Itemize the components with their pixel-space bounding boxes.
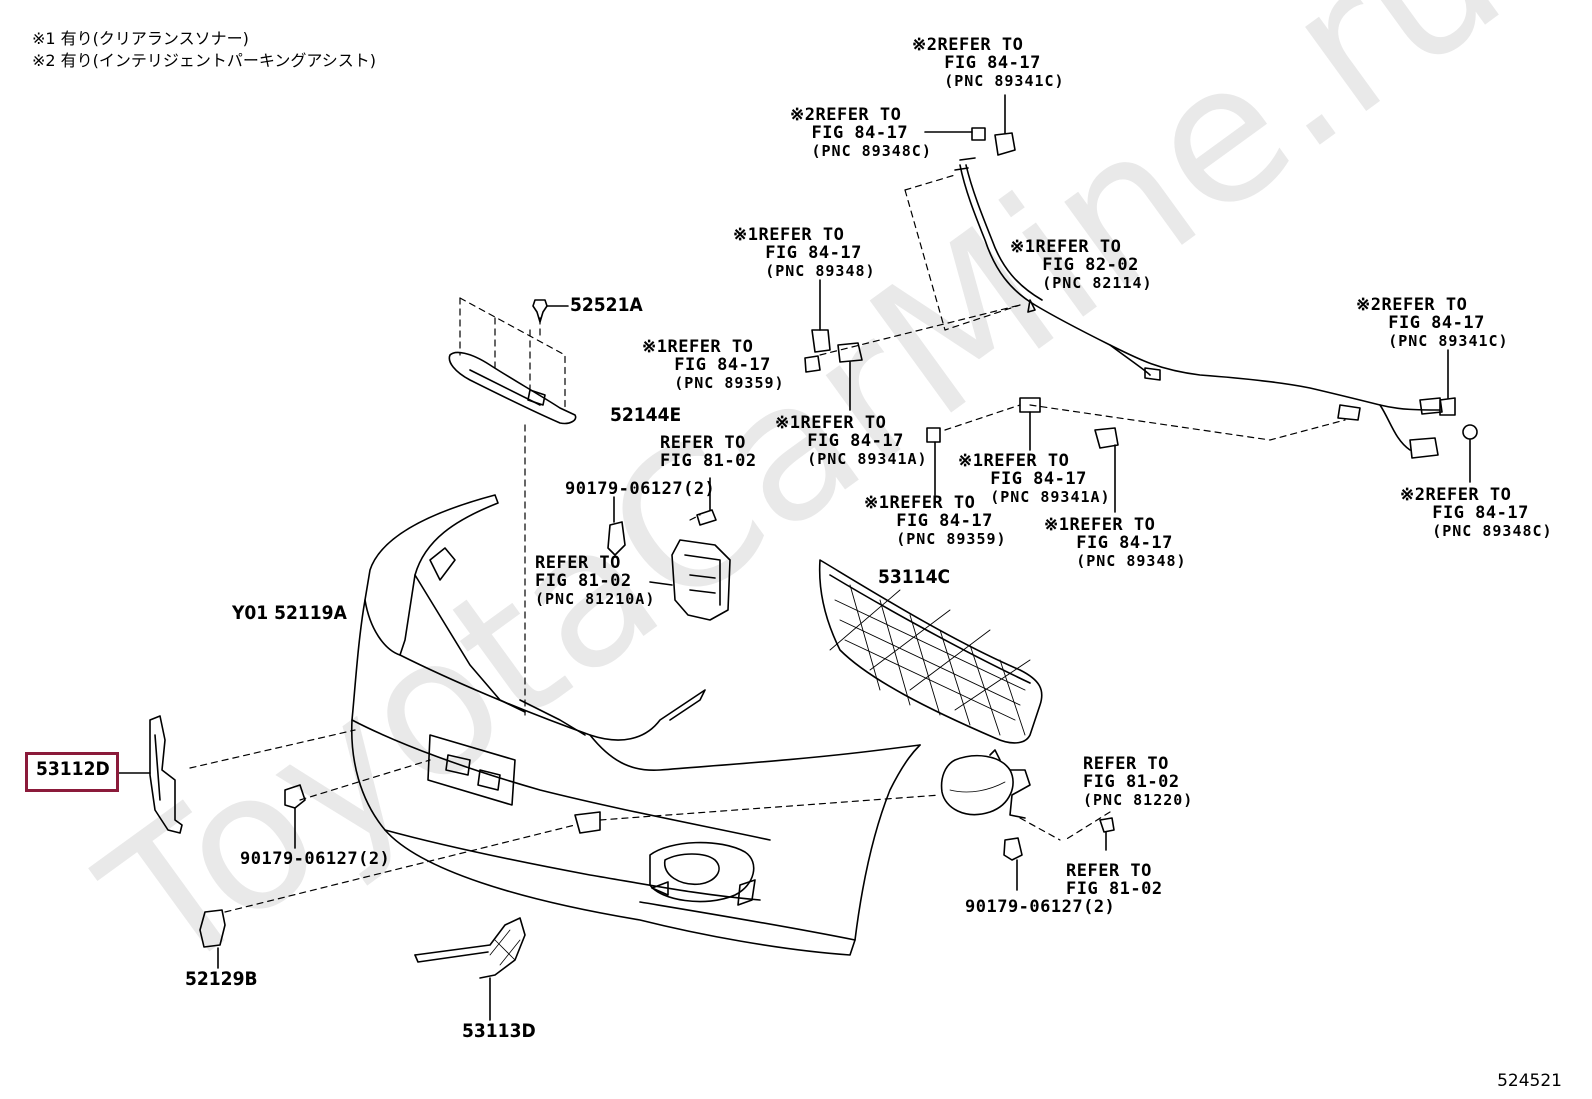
sensor-89348-lower[interactable]	[1094, 427, 1119, 449]
ref-89348-upper[interactable]: ※1REFER TO FIG 84-17 (PNC 89348)	[733, 225, 876, 280]
ref-89359-upper[interactable]: ※1REFER TO FIG 84-17 (PNC 89359)	[642, 337, 785, 392]
part-90179-left[interactable]: 90179-06127(2)	[240, 849, 391, 869]
bolt-bracket-right[interactable]	[1003, 837, 1023, 861]
highlight-box	[25, 752, 119, 792]
ref-89359-lower[interactable]: ※1REFER TO FIG 84-17 (PNC 89359)	[864, 493, 1007, 548]
bumper-cover[interactable]	[350, 494, 921, 956]
sensor-89348[interactable]	[811, 329, 831, 353]
bumper-retainer[interactable]	[448, 351, 577, 425]
sensor-89341a-upper[interactable]	[837, 342, 863, 363]
ref-89341c-top[interactable]: ※2REFER TO FIG 84-17 (PNC 89341C)	[912, 35, 1065, 90]
sensor-89348c-right[interactable]	[1462, 424, 1478, 440]
part-53114c[interactable]: 53114C	[878, 566, 951, 588]
fog-lamp[interactable]	[940, 749, 1031, 819]
clip-52521a[interactable]	[532, 299, 569, 323]
cap-52129b[interactable]	[199, 909, 226, 948]
sensor-89341c-right[interactable]	[1439, 397, 1456, 416]
ref-82114[interactable]: ※1REFER TO FIG 82-02 (PNC 82114)	[1010, 237, 1153, 292]
sonar-wire-harness[interactable]	[954, 157, 1443, 459]
part-52144e[interactable]: 52144E	[610, 404, 682, 426]
ref-89341a-lower[interactable]: ※1REFER TO FIG 84-17 (PNC 89341A)	[958, 451, 1111, 506]
part-53113d[interactable]: 53113D	[462, 1020, 536, 1042]
sensor-89359-lower[interactable]	[926, 427, 941, 443]
lower-grille[interactable]	[818, 559, 1043, 744]
sensor-89341a-lower[interactable]	[1019, 397, 1041, 413]
part-53112d[interactable]: 53112D	[36, 758, 110, 780]
bolt-right[interactable]	[1099, 817, 1115, 851]
note-clearance-sonar: ※1 有り(クリアランスソナー)	[32, 29, 249, 48]
sensor-89348c-top[interactable]	[971, 127, 986, 141]
part-90179-center[interactable]: 90179-06127(2)	[565, 479, 716, 499]
ref-89341a-upper[interactable]: ※1REFER TO FIG 84-17 (PNC 89341A)	[775, 413, 928, 468]
side-retainer-53112d[interactable]	[149, 715, 183, 834]
ref-89348c-top[interactable]: ※2REFER TO FIG 84-17 (PNC 89348C)	[790, 105, 932, 160]
sensor-89359-upper[interactable]	[804, 355, 821, 373]
part-90179-right[interactable]: 90179-06127(2)	[965, 897, 1116, 917]
side-grille-53113d[interactable]	[414, 917, 526, 979]
part-52119a[interactable]: Y01 52119A	[232, 602, 347, 624]
sensor-89341c-top[interactable]	[994, 132, 1016, 156]
fog-lamp-left-module[interactable]	[649, 539, 731, 621]
bolt-center[interactable]	[696, 509, 717, 526]
bolt-bracket-left[interactable]	[284, 784, 306, 809]
ref-89348c-right[interactable]: ※2REFER TO FIG 84-17 (PNC 89348C)	[1400, 485, 1553, 540]
ref-89348-lower[interactable]: ※1REFER TO FIG 84-17 (PNC 89348)	[1044, 515, 1187, 570]
catalog-number: 524521	[1497, 1071, 1562, 1091]
part-52521a[interactable]: 52521A	[570, 294, 643, 316]
ref-89341c-right[interactable]: ※2REFER TO FIG 84-17 (PNC 89341C)	[1356, 295, 1509, 350]
part-52129b[interactable]: 52129B	[185, 968, 258, 990]
bolt-bracket-center[interactable]	[607, 521, 626, 556]
note-parking-assist: ※2 有り(インテリジェントパーキングアシスト)	[32, 51, 377, 70]
